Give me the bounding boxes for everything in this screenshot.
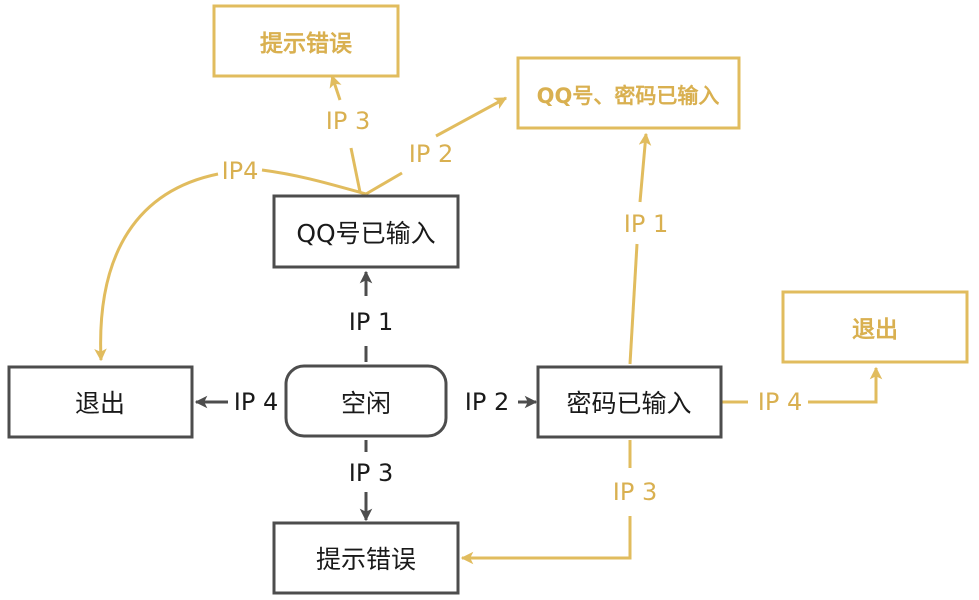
node-qq-entered: QQ号已输入 [272,194,460,269]
label-qq-to-exit: IP4 [222,157,259,185]
edge-password-to-error-bottom [460,440,632,565]
node-both-entered: QQ号、密码已输入 [516,56,741,130]
node-error-bottom: 提示错误 [272,521,460,595]
node-exit-left: 退出 [7,365,194,439]
label-idle-to-password: IP 2 [465,388,509,416]
label-idle-to-exit: IP 4 [234,388,278,416]
node-error-top-label: 提示错误 [260,30,353,57]
node-both-entered-label: QQ号、密码已输入 [537,84,720,108]
label-password-to-both: IP 1 [624,210,668,238]
node-idle: 空闲 [284,364,448,438]
edge-qq-to-error-top [329,74,362,193]
node-error-top: 提示错误 [212,4,400,78]
node-password-entered: 密码已输入 [536,365,723,439]
edge-password-to-both [628,132,652,365]
node-idle-label: 空闲 [341,389,391,418]
label-idle-to-error: IP 3 [349,459,393,487]
node-exit-right-label: 退出 [852,317,898,343]
node-password-entered-label: 密码已输入 [566,389,691,418]
node-error-bottom-label: 提示错误 [316,545,416,574]
edge-labels: IP 1 IP 4 IP 2 IP 3 IP 3 IP 2 IP4 IP 1 I… [222,107,803,506]
node-qq-entered-label: QQ号已输入 [296,219,435,248]
label-idle-to-qq: IP 1 [349,308,393,336]
edge-qq-to-both [365,96,508,196]
label-password-to-exit: IP 4 [758,388,802,416]
node-exit-left-label: 退出 [75,389,125,418]
edge-password-to-exit-right [722,366,883,404]
edge-qq-to-exit-left [94,168,367,362]
node-exit-right: 退出 [781,290,969,364]
label-qq-to-error: IP 3 [326,107,370,135]
label-qq-to-both: IP 2 [409,140,453,168]
label-password-to-error: IP 3 [613,478,657,506]
